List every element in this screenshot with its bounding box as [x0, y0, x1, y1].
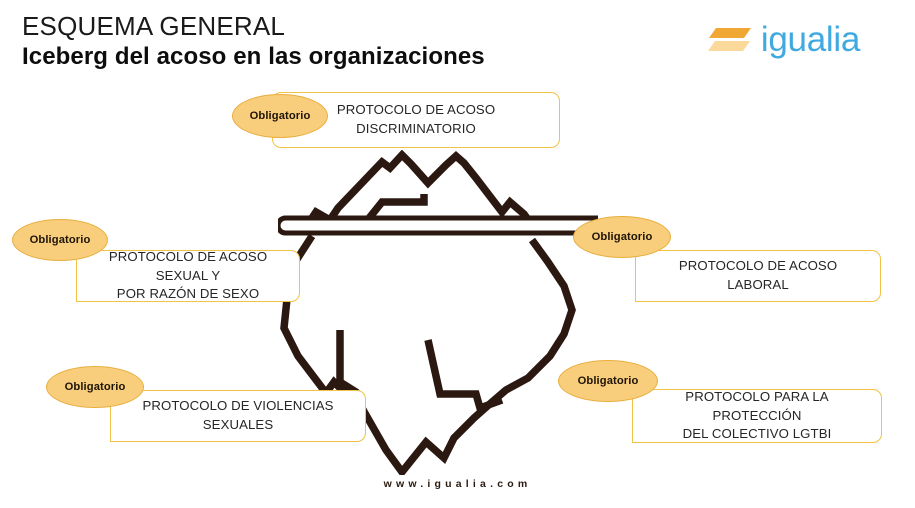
status-badge-bottom-left[interactable]: Obligatorio — [46, 366, 144, 408]
callout-text-top: PROTOCOLO DE ACOSO DISCRIMINATORIO — [336, 102, 496, 136]
callout-text-left: PROTOCOLO DE ACOSO SEXUAL Y POR RAZÓN DE… — [108, 248, 268, 302]
status-badge-left[interactable]: Obligatorio — [12, 219, 108, 261]
status-badge-label: Obligatorio — [591, 231, 653, 243]
status-badge-right[interactable]: Obligatorio — [573, 216, 671, 258]
status-badge-label: Obligatorio — [29, 234, 91, 246]
callout-box-right[interactable]: PROTOCOLO DE ACOSO LABORAL — [635, 250, 881, 302]
callout-text-right: PROTOCOLO DE ACOSO LABORAL — [678, 258, 838, 292]
footer-website: www.igualia.com — [383, 478, 532, 490]
status-badge-bottom-right[interactable]: Obligatorio — [558, 360, 658, 402]
status-badge-label: Obligatorio — [249, 110, 311, 122]
page-title: ESQUEMA GENERAL Iceberg del acoso en las… — [22, 11, 642, 72]
brand-logo: igualia — [707, 20, 860, 59]
status-badge-top[interactable]: Obligatorio — [232, 94, 328, 138]
callout-box-bottom-left[interactable]: PROTOCOLO DE VIOLENCIAS SEXUALES — [110, 390, 366, 442]
title-eyebrow: ESQUEMA GENERAL — [22, 11, 286, 41]
title-main: Iceberg del acoso en las organizaciones — [22, 43, 485, 71]
status-badge-label: Obligatorio — [577, 375, 639, 387]
callout-text-bottom-left: PROTOCOLO DE VIOLENCIAS SEXUALES — [142, 398, 334, 432]
callout-box-bottom-right[interactable]: PROTOCOLO PARA LA PROTECCIÓN DEL COLECTI… — [632, 389, 882, 443]
logo-wordmark: igualia — [760, 20, 860, 59]
status-badge-label: Obligatorio — [64, 381, 126, 393]
callout-box-left[interactable]: PROTOCOLO DE ACOSO SEXUAL Y POR RAZÓN DE… — [76, 248, 300, 302]
callout-text-bottom-right: PROTOCOLO PARA LA PROTECCIÓN DEL COLECTI… — [682, 388, 832, 442]
equals-slanted-bars-icon — [707, 27, 751, 51]
waterline-bar — [278, 215, 598, 236]
callout-box-top[interactable]: PROTOCOLO DE ACOSO DISCRIMINATORIO — [272, 92, 560, 148]
